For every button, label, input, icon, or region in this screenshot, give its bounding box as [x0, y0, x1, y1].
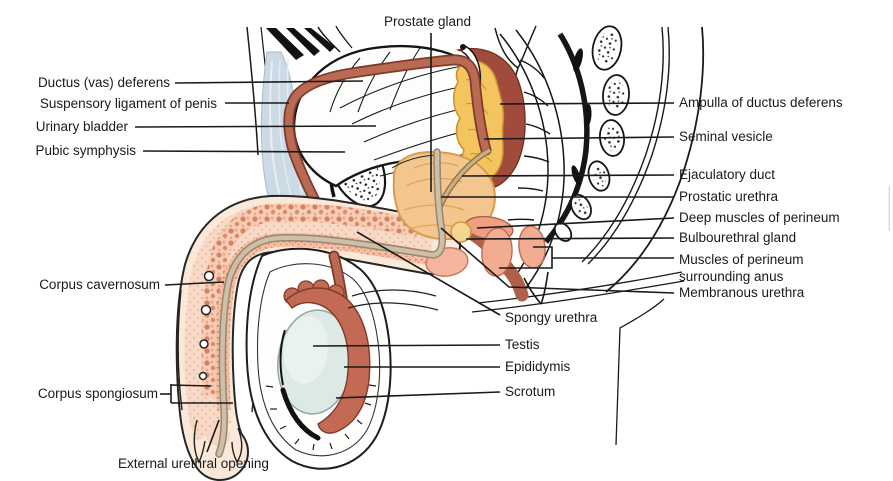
leader-ejaculatory-duct: [461, 174, 675, 177]
label-urinary-bladder: Urinary bladder: [35, 119, 128, 134]
leader-ampulla: [499, 102, 675, 105]
leader-bulbourethral: [465, 237, 675, 240]
label-muscles-of-perineum-surrounding-anus: Muscles of perineum surrounding anus: [679, 252, 804, 284]
rectal-wall-shading: [571, 48, 592, 185]
sacrum-coccyx: [553, 25, 630, 242]
urethra: [215, 148, 447, 458]
leader-corpus-spongiosum: [160, 384, 233, 404]
leader-external-urethral-opening: [206, 419, 220, 453]
scrotal-fascia: [347, 289, 439, 311]
label-membranous-urethra: Membranous urethra: [679, 285, 805, 300]
label-spongy-urethra: Spongy urethra: [505, 310, 598, 325]
leader-corpus-cavernosum: [164, 281, 225, 286]
label-external-urethral-opening: External urethral opening: [118, 456, 269, 471]
leader-pubic-symphysis: [142, 150, 346, 153]
bulbourethral-gland: [450, 221, 472, 243]
label-seminal-vesicle: Seminal vesicle: [679, 129, 773, 144]
label-bulbourethral-gland: Bulbourethral gland: [679, 230, 797, 245]
leader-muscles-anus: [499, 246, 674, 269]
label-deep-muscles-of-perineum: Deep muscles of perineum: [679, 210, 840, 225]
label-corpus-spongiosum: Corpus spongiosum: [37, 386, 158, 401]
label-prostatic-urethra: Prostatic urethra: [679, 189, 779, 204]
dorsal-vessels: [198, 270, 215, 381]
testis: [277, 309, 353, 441]
leader-membranous-urethra: [440, 227, 675, 294]
label-ejaculatory-duct: Ejaculatory duct: [679, 167, 776, 182]
rectum: [499, 29, 590, 305]
edge-fragment: [888, 186, 890, 231]
leader-urinary-bladder: [134, 125, 377, 128]
label-corpus-cavernosum: Corpus cavernosum: [39, 277, 160, 292]
leader-deep-muscles: [476, 217, 675, 229]
label-pubic-symphysis: Pubic symphysis: [35, 143, 136, 158]
label-testis: Testis: [505, 337, 540, 352]
label-ampulla-of-ductus-deferens: Ampulla of ductus deferens: [679, 95, 843, 110]
corpus-cavernosum: [201, 203, 420, 397]
label-ductus-deferens: Ductus (vas) deferens: [37, 75, 170, 90]
leader-seminal-vesicle: [483, 136, 675, 140]
label-epididymis: Epididymis: [505, 359, 571, 374]
leader-lines: [134, 33, 675, 453]
ejaculatory-duct: [437, 147, 492, 208]
leader-spongy-urethra: [356, 231, 501, 316]
leader-ductus-deferens: [174, 80, 364, 84]
leader-testis: [312, 344, 501, 347]
leader-scrotum: [335, 391, 501, 399]
ductus-deferens: [283, 54, 492, 220]
label-prostate-gland: Prostate gland: [384, 14, 472, 29]
label-scrotum: Scrotum: [505, 384, 556, 399]
label-suspensory-ligament: Suspensory ligament of penis: [39, 96, 217, 111]
